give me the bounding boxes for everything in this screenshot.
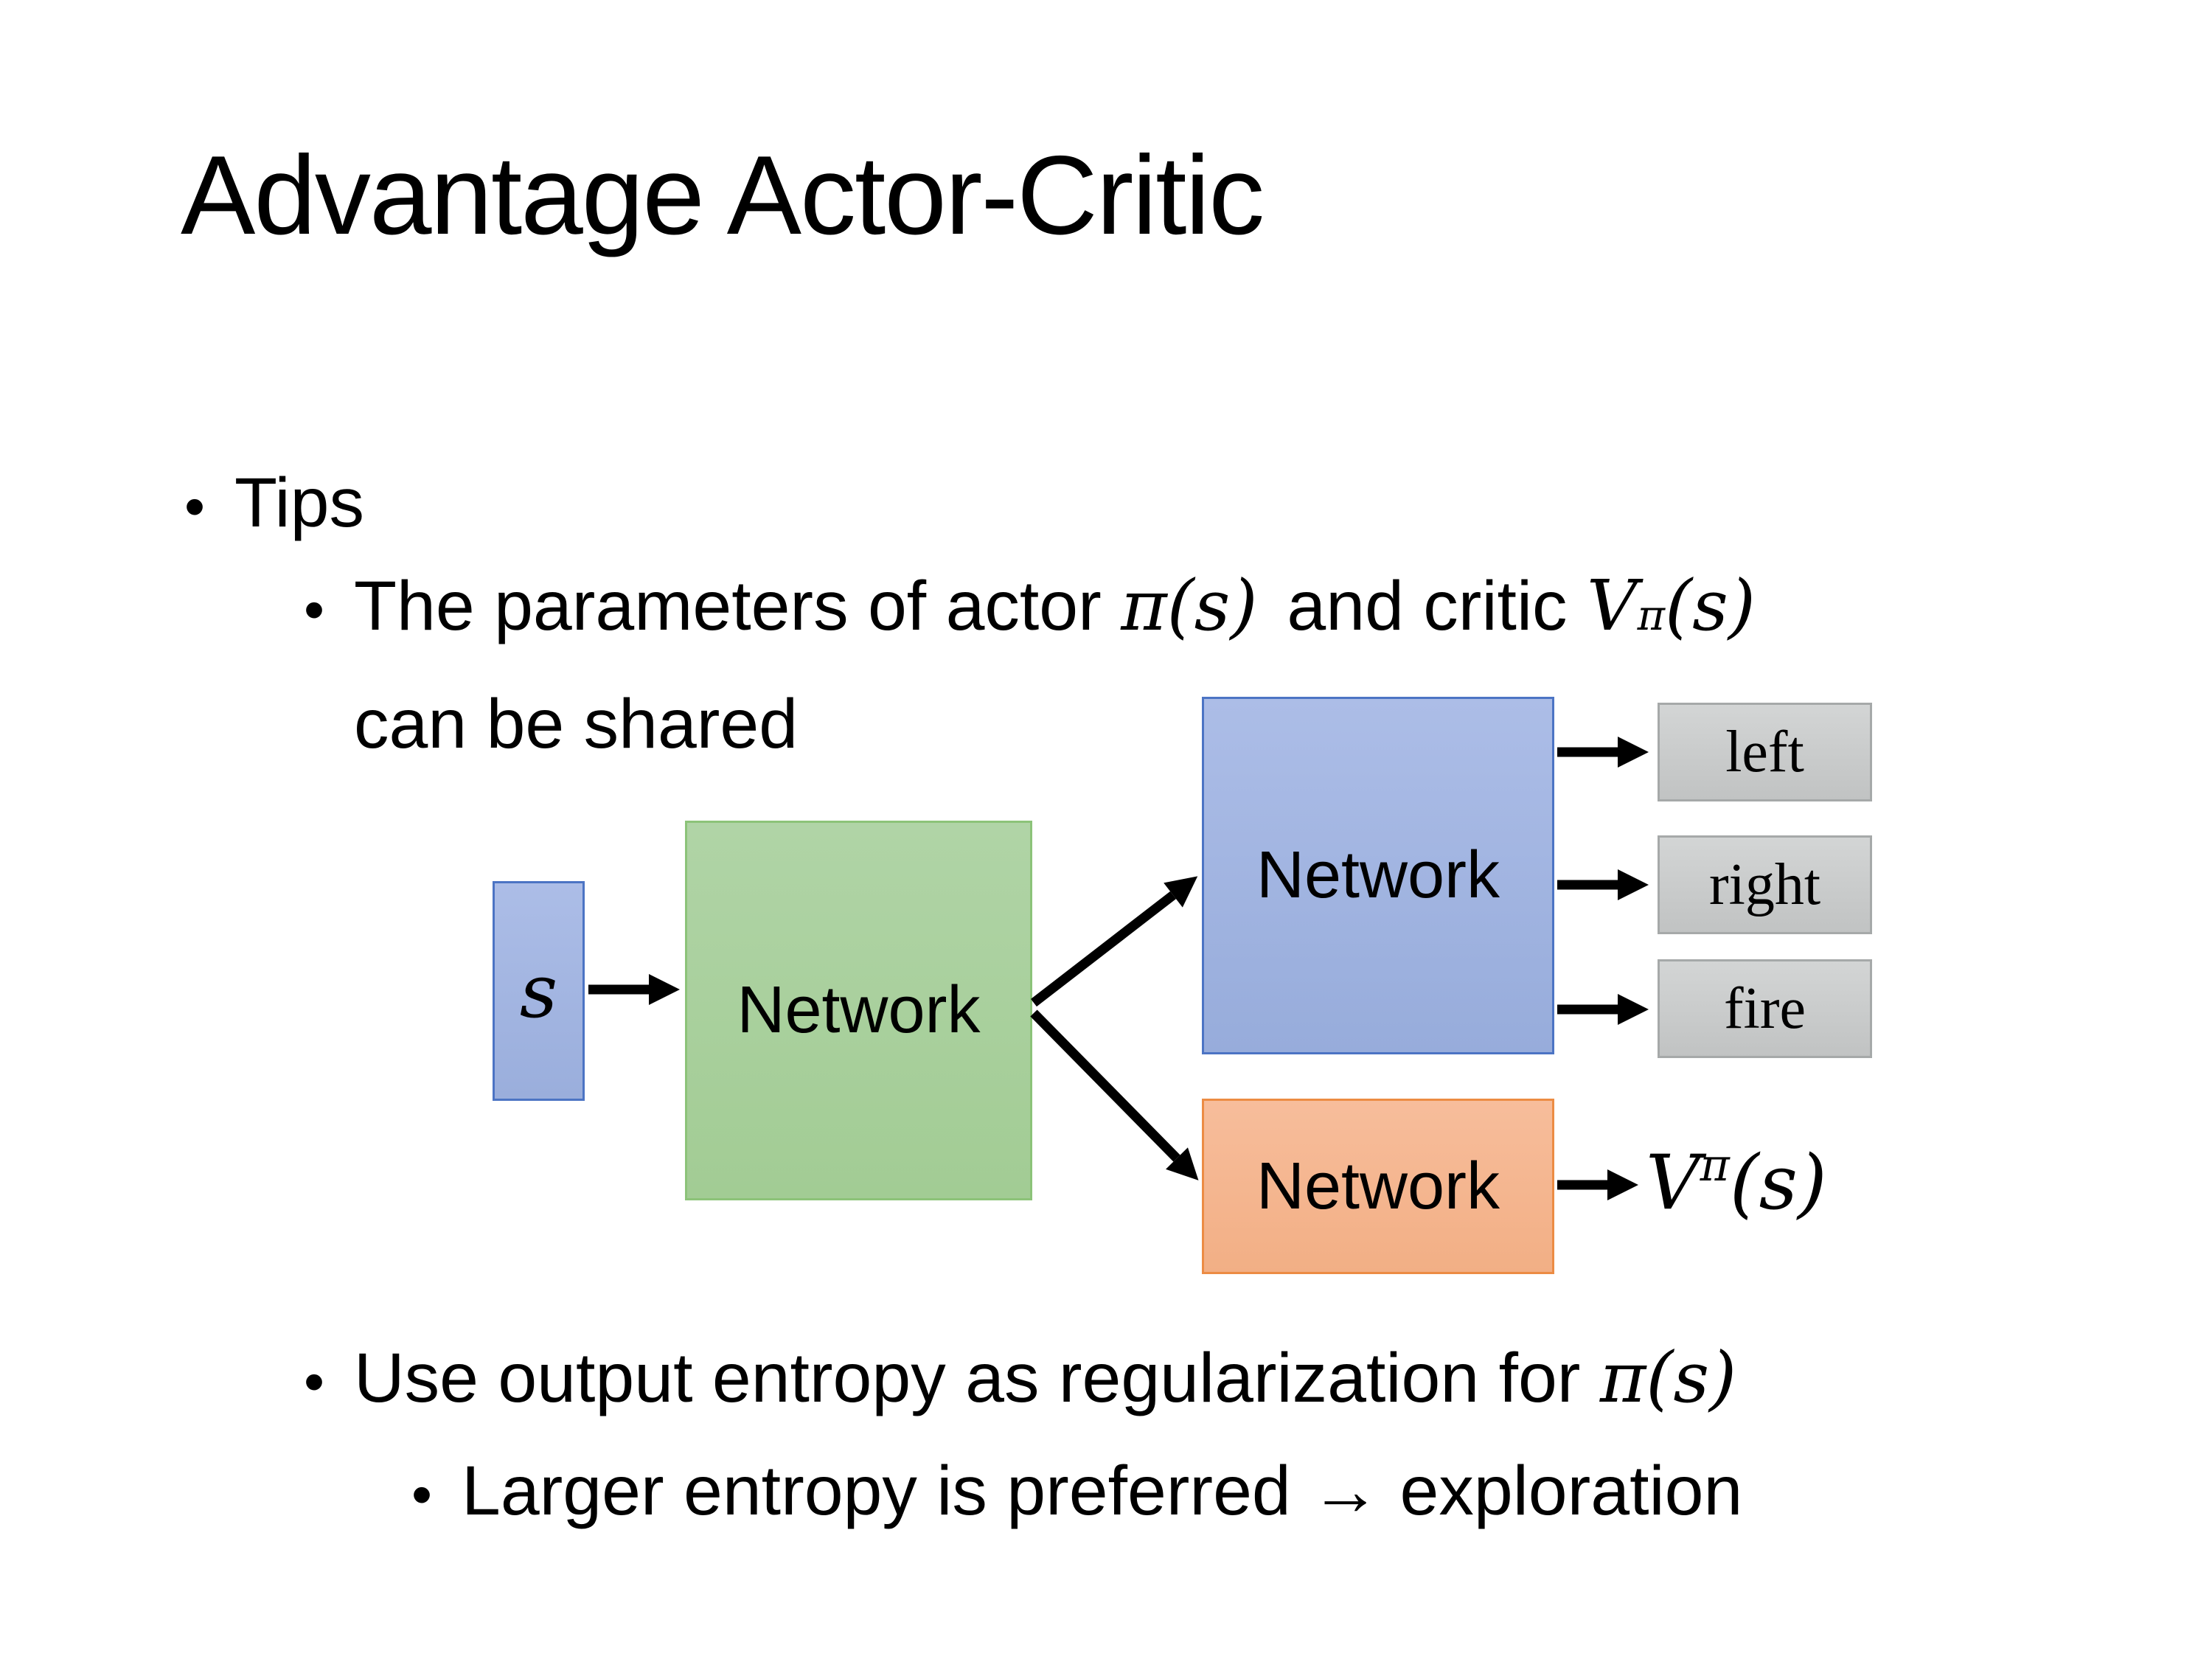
actor-network-box: Network <box>1202 697 1554 1054</box>
bullet-marker: • <box>411 1461 433 1527</box>
value-output-label: Vπ(s) <box>1646 1139 1827 1227</box>
bullet-marker: • <box>184 473 206 539</box>
state-input-box: s <box>493 881 585 1101</box>
actor-policy-math: π(s) <box>1121 566 1258 647</box>
action-box-fire: fire <box>1658 959 1872 1058</box>
critic-value-sup: π <box>1637 591 1666 640</box>
action-box-right: right <box>1658 835 1872 934</box>
critic-value-args: (s) <box>1665 566 1756 647</box>
value-output-base: V <box>1646 1139 1700 1227</box>
parameters-text-mid: and critic <box>1287 567 1587 645</box>
entropy-text-pre: Use output entropy as regularization for <box>354 1339 1600 1417</box>
value-output-args: (s) <box>1729 1139 1827 1227</box>
bullet-line-tips: • Tips <box>184 463 364 543</box>
parameters-text-pre: The parameters of actor <box>354 567 1121 645</box>
state-label: s <box>519 947 558 1034</box>
exploration-text: Larger entropy is preferred → exploratio… <box>462 1452 1743 1530</box>
critic-value-base: V <box>1586 566 1638 647</box>
parameters-text-line2: can be shared <box>354 685 799 763</box>
bullet-marker: • <box>304 577 325 642</box>
slide-title: Advantage Actor-Critic <box>181 133 1265 258</box>
shared-network-box: Network <box>685 821 1032 1200</box>
tips-label: Tips <box>234 464 364 542</box>
bullet-line-parameters-cont: can be shared <box>354 684 798 765</box>
value-output-sup: π <box>1700 1139 1730 1192</box>
critic-network-box: Network <box>1202 1099 1554 1274</box>
arrow-shared-to-critic <box>1030 1009 1199 1180</box>
actor-network-label: Network <box>1256 838 1500 912</box>
bullet-line-parameters: • The parameters of actor π(s) and criti… <box>304 566 1756 647</box>
bullet-line-exploration: • Larger entropy is preferred → explorat… <box>411 1451 1742 1531</box>
entropy-policy-math: π(s) <box>1599 1338 1737 1419</box>
action-box-left: left <box>1658 703 1872 801</box>
arrow-shared-to-actor <box>1031 876 1198 1007</box>
critic-network-label: Network <box>1256 1149 1500 1223</box>
shared-network-label: Network <box>737 973 981 1047</box>
bullet-marker: • <box>304 1349 325 1414</box>
bullet-line-entropy: • Use output entropy as regularization f… <box>304 1338 1736 1419</box>
